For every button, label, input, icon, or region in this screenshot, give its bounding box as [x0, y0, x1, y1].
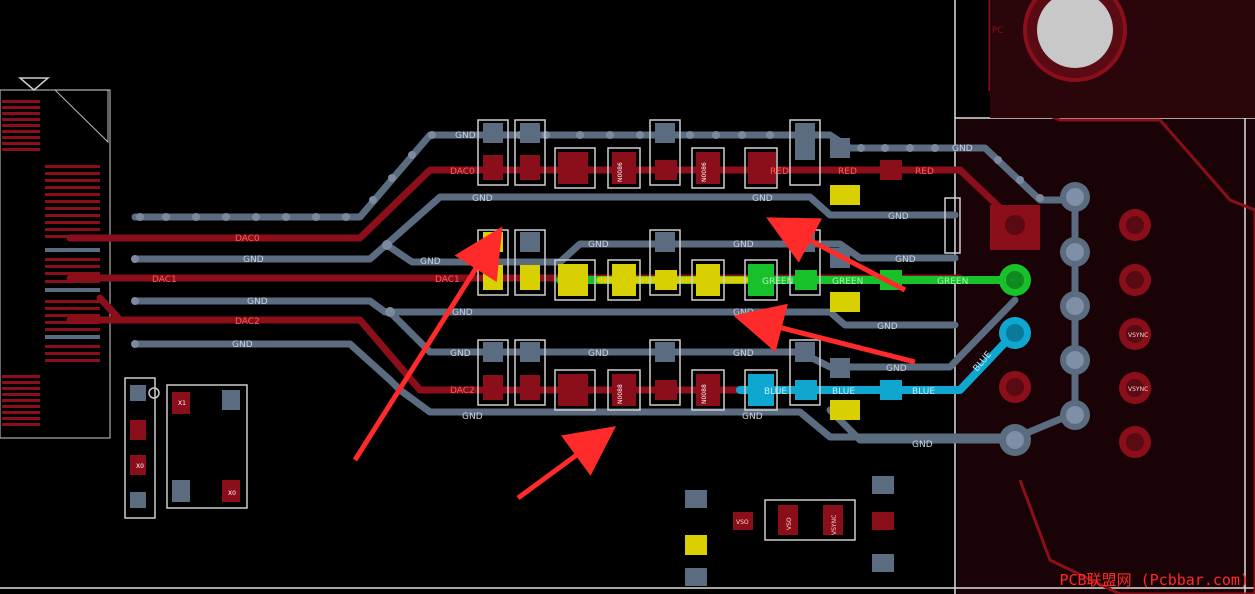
red-label: RED	[915, 167, 934, 177]
gnd-label: GND	[588, 349, 609, 359]
vsync-label: VSYNC	[831, 515, 838, 535]
gnd-label: GND	[733, 349, 754, 359]
n0088-label: N0088	[617, 384, 624, 404]
vso-label: VSO	[786, 517, 793, 530]
gnd-label: GND	[420, 257, 441, 267]
dac0-label: DAC0	[450, 167, 475, 177]
connector-pins	[999, 182, 1151, 458]
x0-label: X0	[228, 490, 236, 497]
arrow-icon	[733, 303, 916, 365]
blue-label: BLUE	[912, 387, 935, 397]
blue-label: BLUE	[832, 387, 855, 397]
gnd-vias	[131, 131, 1044, 348]
green-label: GREEN	[832, 277, 863, 287]
red-label: RED	[770, 167, 789, 177]
dac1-label: DAC1	[435, 275, 460, 285]
gnd-traces	[131, 131, 1079, 444]
crystal-outline	[124, 377, 856, 541]
gnd-label: GND	[886, 364, 907, 374]
gnd-label: GND	[912, 440, 933, 450]
dac1-label: DAC1	[152, 275, 177, 285]
green-label: GREEN	[762, 277, 793, 287]
gnd-label: GND	[455, 131, 476, 141]
gnd-label: GND	[742, 412, 763, 422]
n0088-label: N0088	[701, 384, 708, 404]
gnd-label: GND	[472, 194, 493, 204]
vso-label: VSO	[736, 519, 749, 526]
smd-pads	[130, 123, 1040, 586]
gnd-label: GND	[733, 240, 754, 250]
gnd-label: GND	[952, 144, 973, 154]
gnd-label: GND	[733, 308, 754, 318]
pc-label: PC	[992, 26, 1004, 36]
blue-label: BLUE	[764, 387, 787, 397]
x1-label: X1	[178, 400, 186, 407]
gnd-label: GND	[243, 255, 264, 265]
gnd-label: GND	[895, 255, 916, 265]
arrow-icon	[516, 426, 617, 501]
gnd-label: GND	[462, 412, 483, 422]
dac0-label: DAC0	[235, 234, 260, 244]
gnd-label: GND	[877, 322, 898, 332]
annotation-arrows	[352, 217, 916, 501]
x0-label: X0	[136, 463, 144, 470]
gnd-label: GND	[450, 349, 471, 359]
gnd-label: GND	[588, 240, 609, 250]
vsync-label: VSYNC	[1128, 332, 1148, 339]
green-label: GREEN	[937, 277, 968, 287]
left-connector	[0, 77, 111, 439]
dac2-label: DAC2	[235, 317, 260, 327]
n0086-label: N0086	[617, 162, 624, 182]
gnd-label: GND	[752, 194, 773, 204]
component-outlines	[477, 119, 961, 411]
gnd-label: GND	[247, 297, 268, 307]
dac2-label: DAC2	[450, 386, 475, 396]
red-label: RED	[838, 167, 857, 177]
gnd-label: GND	[888, 212, 909, 222]
vsync-label: VSYNC	[1128, 386, 1148, 393]
arrow-icon	[766, 217, 907, 293]
gnd-label: GND	[232, 340, 253, 350]
n0086-label: N0086	[701, 162, 708, 182]
gnd-label: GND	[452, 308, 473, 318]
mount-hole: PC	[992, 0, 1127, 82]
arrow-icon	[352, 226, 503, 462]
watermark: PCB联盟网 (Pcbbar.com)	[1059, 571, 1250, 589]
